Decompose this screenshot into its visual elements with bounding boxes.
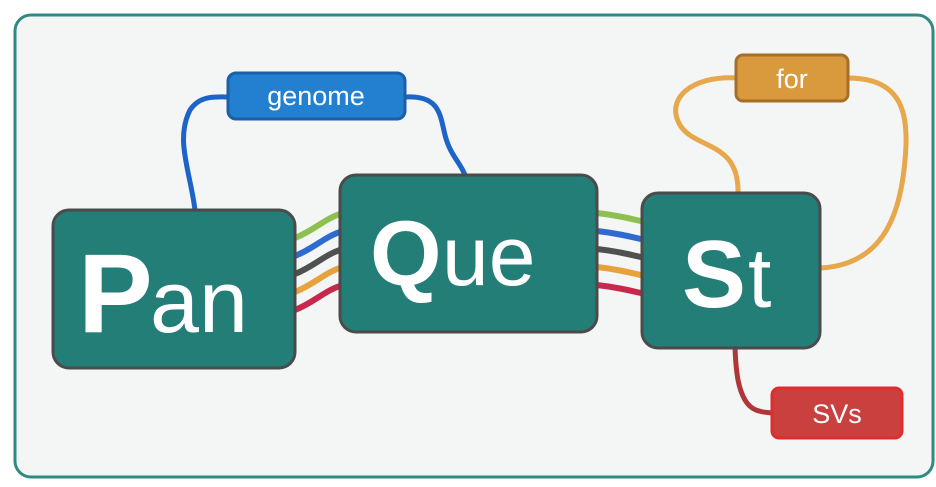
- for-connector-line: [673, 75, 909, 271]
- svs-connector-line: [732, 345, 775, 416]
- st-rest-letters: t: [748, 231, 771, 325]
- st-box: S t: [640, 191, 822, 350]
- genome-connector-line: [181, 94, 468, 213]
- genome-tag-label: genome: [267, 81, 365, 111]
- for-tag: for: [734, 53, 850, 103]
- pan-initial-letter: P: [78, 231, 153, 356]
- que-rest-letters: ue: [442, 209, 535, 303]
- svs-tag: SVs: [770, 386, 904, 440]
- que-box: Q ue: [338, 173, 599, 334]
- pan-box: P an: [51, 208, 297, 370]
- for-tag-label: for: [776, 64, 808, 94]
- pan-rest-letters: an: [150, 252, 248, 351]
- que-initial-letter: Q: [370, 203, 442, 305]
- st-initial-letter: S: [682, 221, 746, 328]
- svs-tag-label: SVs: [812, 399, 862, 429]
- genome-tag: genome: [226, 71, 407, 121]
